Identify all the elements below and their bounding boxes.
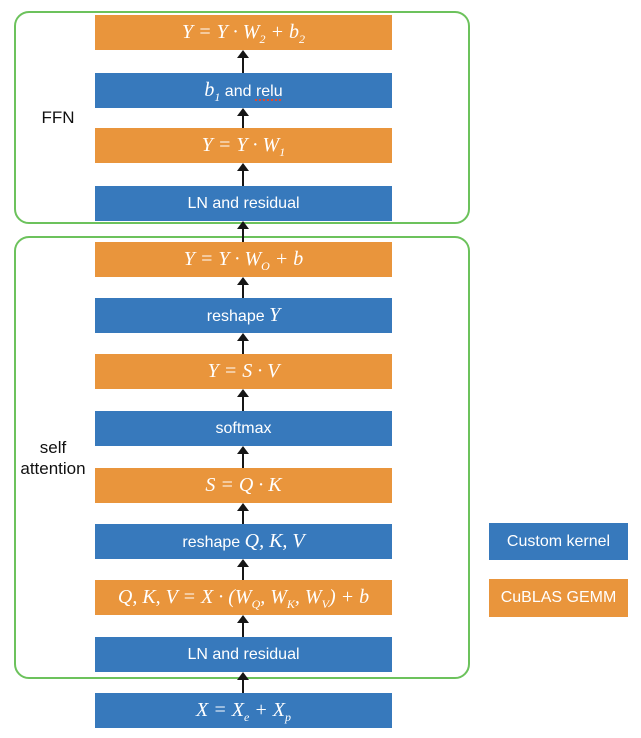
flow-up-arrow-icon (237, 446, 249, 468)
box-text-segment: Y (269, 304, 281, 326)
box-reshape-qkv: reshape Q, K, V (95, 524, 392, 559)
box-attn-scores: S = Q · K (95, 468, 392, 503)
arrow-head-icon (237, 108, 249, 116)
box-text-segment: b1 (204, 79, 221, 104)
arrow-head-icon (237, 50, 249, 58)
self-attention-group-label: self attention (20, 438, 86, 478)
legend-cublas-gemm: CuBLAS GEMM (489, 579, 628, 617)
arrow-stem (242, 395, 244, 411)
box-attn-out-proj: Y = Y · WO + b (95, 242, 392, 277)
box-text-segment: Y = Y · WO + b (183, 248, 304, 273)
flow-up-arrow-icon (237, 50, 249, 73)
flow-up-arrow-icon (237, 559, 249, 580)
box-reshape-y: reshape Y (95, 298, 392, 333)
arrow-stem (242, 565, 244, 580)
arrow-stem (242, 283, 244, 298)
box-text-segment: softmax (215, 420, 272, 437)
box-ffn-linear1: Y = Y · W1 (95, 128, 392, 163)
flow-up-arrow-icon (237, 108, 249, 128)
box-ffn-ln-residual: LN and residual (95, 186, 392, 221)
box-text-segment: LN and residual (187, 646, 300, 663)
arrow-head-icon (237, 277, 249, 285)
box-text-segment: Y = Y · W2 + b2 (182, 21, 305, 46)
flow-up-arrow-icon (237, 672, 249, 693)
legend-custom-kernel: Custom kernel (489, 523, 628, 560)
arrow-head-icon (237, 163, 249, 171)
flow-up-arrow-icon (237, 163, 249, 186)
box-text-segment: relu (255, 83, 283, 100)
arrow-head-icon (237, 389, 249, 397)
box-text-segment: Y = S · V (207, 360, 280, 382)
arrow-stem (242, 169, 244, 186)
flow-up-arrow-icon (237, 389, 249, 411)
arrow-head-icon (237, 221, 249, 229)
flow-up-arrow-icon (237, 221, 249, 242)
arrow-stem (242, 621, 244, 637)
ffn-group-label: FFN (41, 108, 75, 127)
box-qkv-projection: Q, K, V = X · (WQ, WK, WV) + b (95, 580, 392, 615)
box-text-segment: LN and residual (187, 195, 300, 212)
arrow-stem (242, 678, 244, 693)
box-text-segment: Q, K, V = X · (WQ, WK, WV) + b (117, 586, 370, 611)
arrow-head-icon (237, 559, 249, 567)
box-ffn-linear2: Y = Y · W2 + b2 (95, 15, 392, 50)
arrow-stem (242, 452, 244, 468)
arrow-stem (242, 114, 244, 128)
arrow-head-icon (237, 333, 249, 341)
box-bias1-relu: b1 and relu (95, 73, 392, 108)
flow-up-arrow-icon (237, 277, 249, 298)
box-text-segment: S = Q · K (205, 474, 282, 496)
box-softmax: softmax (95, 411, 392, 446)
arrow-head-icon (237, 672, 249, 680)
arrow-head-icon (237, 615, 249, 623)
flow-up-arrow-icon (237, 333, 249, 354)
box-attn-context: Y = S · V (95, 354, 392, 389)
box-text-segment: reshape (182, 534, 245, 551)
flow-up-arrow-icon (237, 615, 249, 637)
box-text-segment: X = Xe + Xp (196, 699, 291, 724)
arrow-stem (242, 227, 244, 242)
box-text-segment: and (220, 83, 256, 100)
box-text-segment: reshape (206, 308, 270, 325)
arrow-stem (242, 509, 244, 524)
box-attn-ln-residual: LN and residual (95, 637, 392, 672)
arrow-stem (242, 339, 244, 354)
arrow-head-icon (237, 503, 249, 511)
box-text-segment: Y = Y · W1 (201, 134, 286, 159)
flow-up-arrow-icon (237, 503, 249, 524)
box-text-segment: Q, K, V (244, 530, 305, 552)
box-input-embedding: X = Xe + Xp (95, 693, 392, 728)
arrow-head-icon (237, 446, 249, 454)
arrow-stem (242, 56, 244, 73)
